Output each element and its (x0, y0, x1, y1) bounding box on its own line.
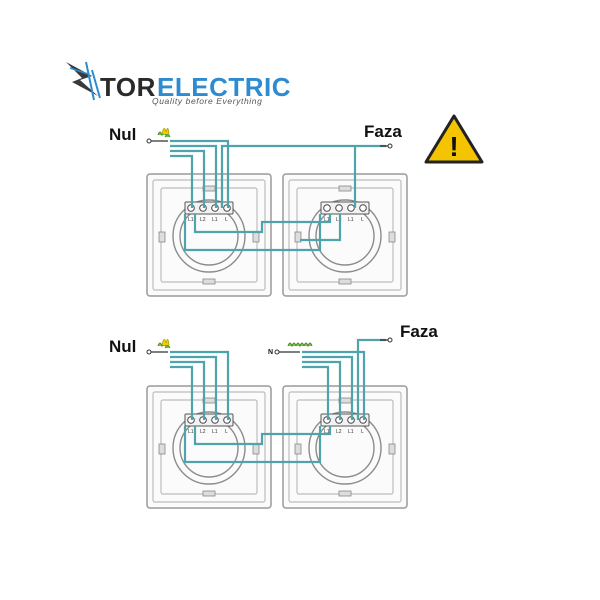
lamp-icon (146, 128, 171, 144)
top-neutral-label: Nul (109, 125, 136, 144)
top-right-switch (282, 173, 408, 297)
brand-name-part1: TOR (100, 72, 156, 102)
bottom-neutral-label: Nul (109, 337, 136, 356)
warning-icon: ! (424, 114, 484, 164)
lamp-icon (274, 342, 313, 355)
lamp-icon (146, 339, 171, 355)
bottom-n-terminal-label: N (268, 349, 273, 356)
bottom-left-switch (146, 385, 272, 509)
warning-glyph: ! (449, 131, 458, 162)
top-wiring-diagram: Nul Faza (109, 122, 408, 297)
bottom-wiring-diagram: N Nul Faza (109, 322, 438, 509)
top-left-switch (146, 173, 272, 297)
phase-terminal-icon (380, 337, 393, 343)
brand-tagline: Quality before Everything (152, 96, 262, 106)
brand-logo: TOR ELECTRIC Quality before Everything (66, 61, 291, 106)
phase-terminal-icon (380, 143, 393, 149)
bottom-phase-label: Faza (400, 322, 438, 341)
brand-name-part2: ELECTRIC (157, 72, 291, 102)
top-phase-label: Faza (364, 122, 402, 141)
lightning-tower-icon (66, 61, 101, 101)
bottom-right-switch (282, 385, 408, 509)
